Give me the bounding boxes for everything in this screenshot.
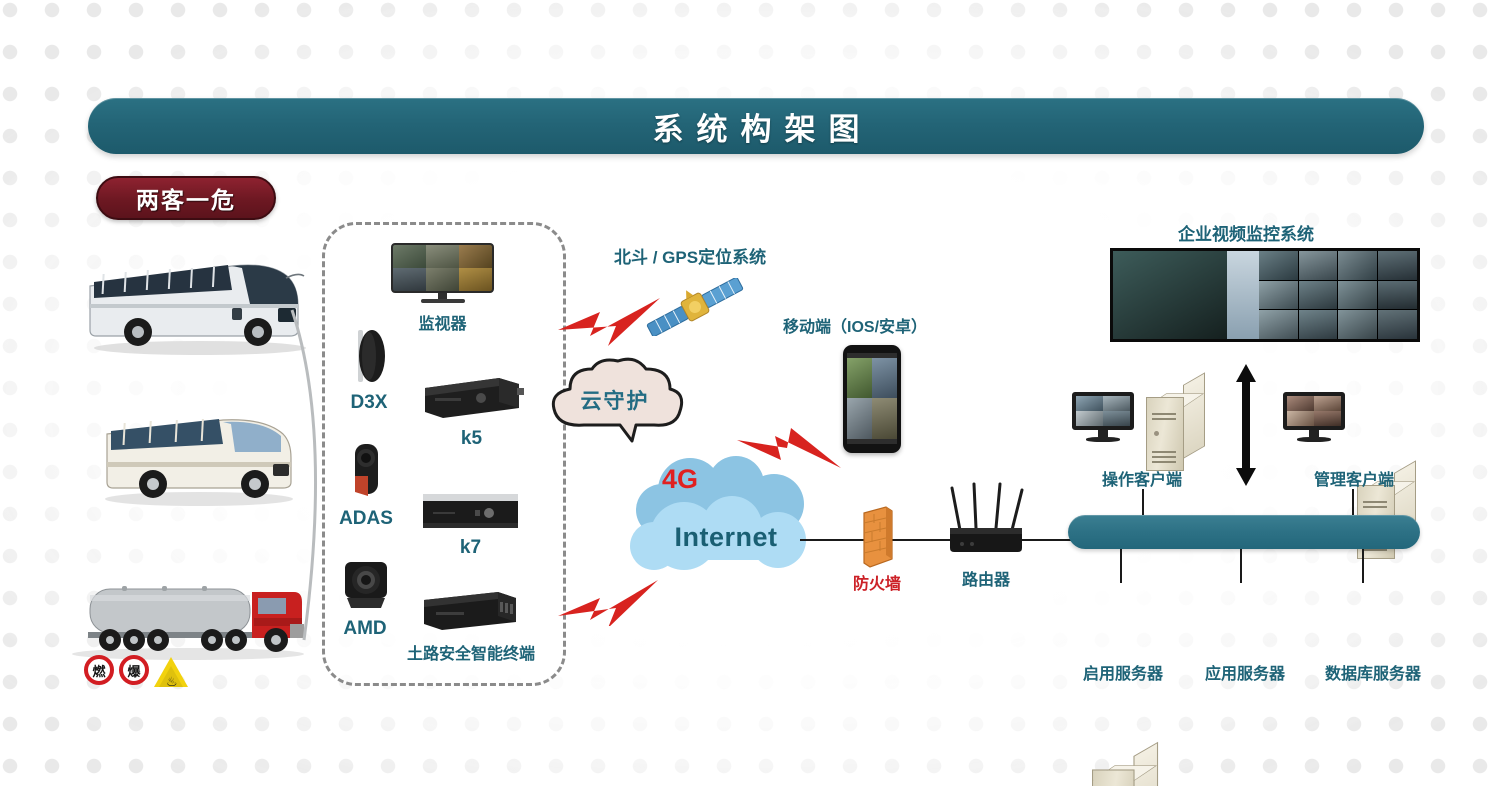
application-server-label: 应用服务器	[1204, 666, 1285, 683]
database-server-label: 数据库服务器	[1324, 666, 1421, 683]
status-badge: 两客一危	[96, 176, 276, 220]
no-explosion-label: 爆	[127, 663, 141, 679]
adas-camera	[346, 440, 386, 502]
k5-recorder	[419, 372, 524, 422]
cloud-guard-label: 云守护	[580, 390, 650, 413]
coach-bus	[82, 248, 312, 356]
application-server-wire	[1240, 549, 1242, 583]
internet-cloud-label: Internet	[674, 522, 778, 552]
video-wall-label: 企业视频监控系统	[1178, 225, 1314, 244]
no-burning-label: 燃	[92, 663, 106, 679]
management-client-monitor	[1283, 392, 1345, 446]
enable-server-label: 启用服务器	[1082, 666, 1163, 683]
flammable-warning-icon	[154, 657, 188, 687]
router-label: 路由器	[961, 572, 1010, 589]
mobile-phone	[843, 345, 901, 453]
backbone-wire	[800, 539, 1090, 541]
flame-glyph: ♨	[166, 674, 178, 689]
enable-server-wire	[1120, 549, 1122, 583]
operation-client-monitor	[1072, 392, 1134, 446]
d3x-camera	[352, 328, 386, 386]
road-safety-terminal	[420, 588, 520, 634]
adas-camera-label: ADAS	[339, 508, 393, 529]
bolt-device-to-satellite-icon	[558, 298, 660, 346]
vehicle-to-device-connector	[290, 309, 318, 641]
router-icon	[938, 482, 1034, 558]
k7-recorder-label: k7	[459, 537, 482, 558]
page-title: 系统构架图	[652, 111, 873, 147]
amd-camera	[341, 558, 391, 612]
router-label-wrap: 路由器	[930, 566, 1042, 590]
gps-satellite-icon	[640, 277, 750, 337]
page-title-banner: 系统构架图	[88, 98, 1424, 154]
amd-camera-label: AMD	[343, 618, 387, 639]
bolt-cloud-to-mobile-icon	[737, 428, 841, 468]
internet-cloud: 4G Internet	[628, 448, 824, 580]
k7-recorder	[419, 490, 522, 532]
firewall-icon	[858, 505, 896, 573]
video-wall	[1110, 248, 1420, 342]
operation-client-tower	[1146, 372, 1206, 473]
network-bus-bar	[1068, 515, 1420, 549]
management-client-label: 管理客户端	[1313, 472, 1394, 489]
management-client-wire	[1352, 489, 1354, 517]
road-safety-terminal-label: 土路安全智能终端	[406, 646, 535, 663]
operation-client-wire	[1142, 489, 1144, 517]
d3x-camera-label: D3X	[350, 392, 388, 413]
no-explosion-sign: 爆	[119, 655, 149, 685]
mini-bus	[95, 398, 300, 508]
mobile-label: 移动端（IOS/安卓）	[783, 319, 928, 336]
tanker-truck	[62, 562, 312, 662]
monitor-display-label: 监视器	[418, 316, 467, 333]
status-badge-label: 两客一危	[136, 187, 236, 213]
firewall-label: 防火墙	[852, 576, 901, 593]
bolt-device-to-internet-icon	[558, 580, 658, 626]
cloud-guard-bubble: 云守护	[540, 355, 690, 455]
database-server-wire	[1362, 549, 1364, 583]
monitor-display	[391, 243, 494, 303]
internet-cloud-badge: 4G	[662, 464, 699, 494]
k5-recorder-label: k5	[460, 428, 483, 449]
no-burning-sign: 燃	[84, 655, 114, 685]
bidirectional-arrow-icon	[1236, 364, 1256, 486]
operation-client-label: 操作客户端	[1101, 472, 1182, 489]
satellite-label: 北斗 / GPS定位系统	[614, 248, 767, 267]
enable-server	[1092, 741, 1161, 786]
